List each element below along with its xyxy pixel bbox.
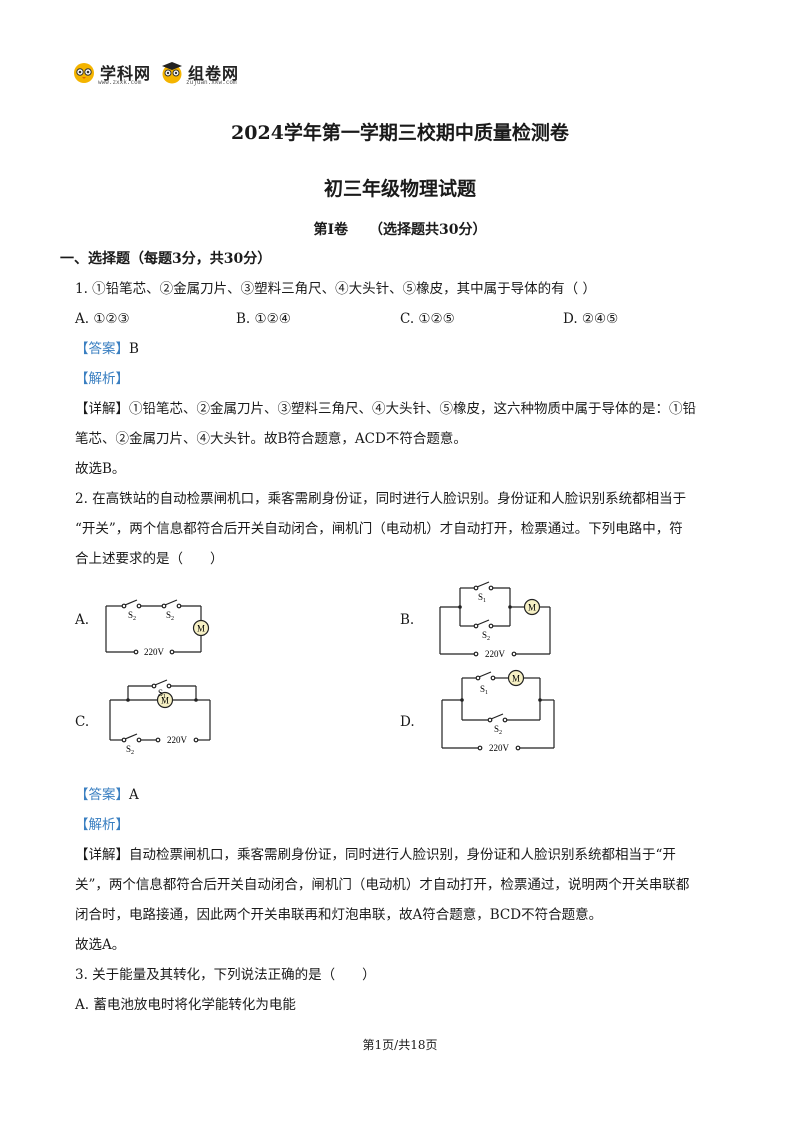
motor-label-a: M xyxy=(197,624,205,634)
circuit-b-diagram: M S1 S2 220V xyxy=(439,581,551,659)
owl-graduate-logo-icon xyxy=(162,62,182,84)
analysis-tag: 【解析】 xyxy=(75,371,129,387)
exam-title: 2024学年第一学期三校期中质量检测卷 xyxy=(231,122,569,144)
switch-label-b1: S1 xyxy=(478,592,486,604)
q2-analysis: 【解析】 xyxy=(75,810,735,840)
q2-stem-1: 2. 在高铁站的自动检票闸机口，乘客需刷身份证，同时进行人脸识别。身份证和人脸识… xyxy=(75,491,687,507)
logo-zxxk-text: 学科网 xyxy=(100,64,152,83)
q1-option-a: A. ①②③ xyxy=(75,311,130,327)
detail-tag: 【详解】 xyxy=(75,401,129,417)
circuit-c-diagram: M S1 S2 220V xyxy=(109,679,211,756)
voltage-label-b: 220V xyxy=(485,649,506,659)
analysis-tag: 【解析】 xyxy=(75,817,129,833)
q3-stem: 3. 关于能量及其转化，下列说法正确的是（ ） xyxy=(75,967,376,983)
q1-conclusion: 故选B。 xyxy=(75,461,126,477)
q3-option-a: A. 蓄电池放电时将化学能转化为电能 xyxy=(75,997,296,1013)
q1-answer-value: B xyxy=(129,341,139,357)
page-footer: 第1页/共18页 xyxy=(362,1038,438,1052)
q2-detail-3: 闭合时，电路接通，因此两个开关串联再和灯泡串联，故A符合题意，BCD不符合题意。 xyxy=(75,907,603,923)
logo-zujuan-url: zujuan.xkw.com xyxy=(186,79,237,86)
q2-answer-value: A xyxy=(129,787,139,803)
q2-detail-2: 关”，两个信息都符合后开关自动闭合，闸机门（电动机）才自动打开，检票通过，说明两… xyxy=(75,877,690,893)
switch-label-a1: S2 xyxy=(128,610,136,622)
q2-option-d-label: D. xyxy=(400,714,415,730)
q2-stem-3: 合上述要求的是（ ） xyxy=(75,551,224,567)
switch-label-c1: S1 xyxy=(158,688,166,700)
q2-option-b-label: B. xyxy=(400,612,415,628)
switch-label-c2: S2 xyxy=(126,744,134,756)
q1-analysis: 【解析】 xyxy=(75,364,735,394)
q1-option-b: B. ①②④ xyxy=(236,311,291,327)
detail-tag: 【详解】 xyxy=(75,847,129,863)
logo-zujuan: 组卷网 zujuan.xkw.com xyxy=(160,60,240,86)
section-heading: 一、选择题（每题3分，共30分） xyxy=(60,251,272,267)
logo-zujuan-text: 组卷网 xyxy=(188,64,240,83)
q1-detail-2: 笔芯、②金属刀片、④大头针。故B符合题意，ACD不符合题意。 xyxy=(75,431,467,447)
motor-label-d: M xyxy=(512,674,520,684)
circuit-d-diagram: M S1 S2 220V xyxy=(441,669,555,753)
q1-detail-1: 【详解】①铅笔芯、②金属刀片、③塑料三角尺、④大头针、⑤橡皮，这六种物质中属于导… xyxy=(75,394,735,424)
motor-label-b: M xyxy=(528,603,536,613)
q2-answer: 【答案】A xyxy=(75,780,735,810)
voltage-label-c: 220V xyxy=(167,735,188,745)
q1-stem: 1. ①铅笔芯、②金属刀片、③塑料三角尺、④大头针、⑤橡皮，其中属于导体的有（ … xyxy=(75,281,596,297)
circuit-a-diagram: M S2 S2 220V xyxy=(105,599,210,657)
exam-subtitle: 初三年级物理试题 xyxy=(323,178,476,200)
q1-option-c: C. ①②⑤ xyxy=(400,311,455,327)
logo-zxxk-url: www.zxxk.com xyxy=(98,79,142,86)
q2-detail-1: 【详解】自动检票闸机口，乘客需刷身份证，同时进行人脸识别，身份证和人脸识别系统都… xyxy=(75,840,735,870)
voltage-label-a: 220V xyxy=(144,647,165,657)
q1-detail-text-1: ①铅笔芯、②金属刀片、③塑料三角尺、④大头针、⑤橡皮，这六种物质中属于导体的是：… xyxy=(129,401,696,417)
motor-label-c: M xyxy=(161,696,169,706)
q2-stem-2: “开关”，两个信息都符合后开关自动闭合，闸机门（电动机）才自动打开，检票通过。下… xyxy=(75,521,683,537)
q2-option-a-label: A. xyxy=(75,612,90,628)
q1-answer: 【答案】B xyxy=(75,334,735,364)
switch-label-d1: S1 xyxy=(480,684,488,696)
q2-detail-text-1: 自动检票闸机口，乘客需刷身份证，同时进行人脸识别，身份证和人脸识别系统都相当于“… xyxy=(129,847,676,863)
volume-heading: 第Ⅰ卷 （选择题共30分） xyxy=(313,222,487,238)
owl-logo-icon xyxy=(74,63,94,83)
logo-zxxk: 学科网 www.zxxk.com xyxy=(72,60,152,86)
switch-label-b2: S2 xyxy=(482,630,490,642)
answer-tag: 【答案】 xyxy=(75,341,129,357)
answer-tag: 【答案】 xyxy=(75,787,129,803)
q2-option-c-label: C. xyxy=(75,714,90,730)
q1-option-d: D. ②④⑤ xyxy=(563,311,619,327)
q2-conclusion: 故选A。 xyxy=(75,937,126,953)
switch-label-d2: S2 xyxy=(494,724,502,736)
voltage-label-d: 220V xyxy=(489,743,510,753)
switch-label-a2: S2 xyxy=(166,610,174,622)
